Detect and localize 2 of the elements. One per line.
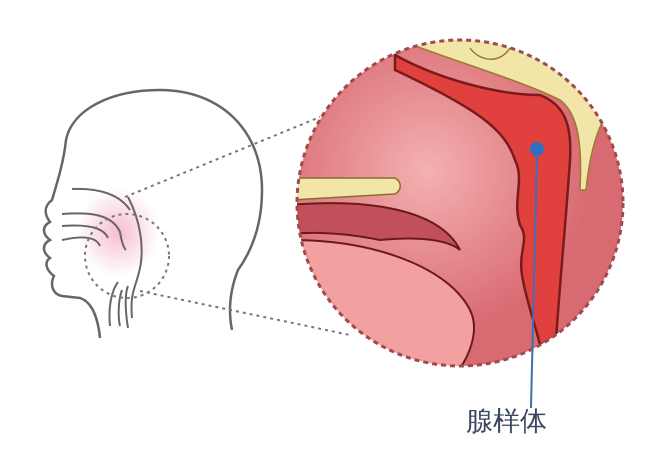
part-label: 腺样体 xyxy=(466,408,547,435)
leader-line xyxy=(530,156,538,408)
